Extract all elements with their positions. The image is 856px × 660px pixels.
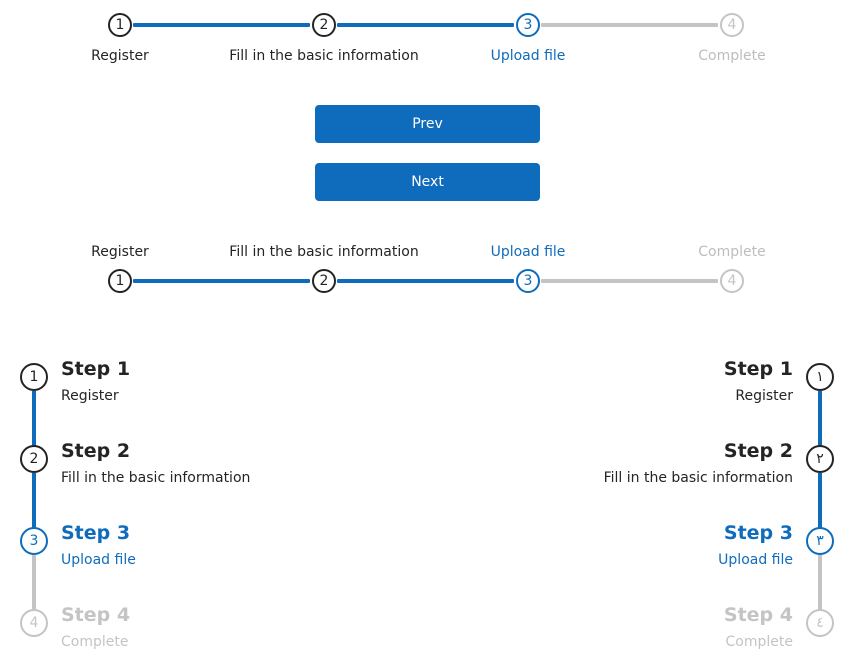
step-4-title: Step 4 <box>723 604 793 626</box>
step-3-indicator[interactable]: ٣ <box>806 527 834 555</box>
step-1-indicator[interactable]: ١ <box>806 363 834 391</box>
step-1-indicator[interactable]: 1 <box>108 13 132 37</box>
step-connector <box>32 473 36 541</box>
step-3-description: Upload file <box>718 552 793 568</box>
step-connector <box>541 279 718 283</box>
step-2-title: Step 2 <box>723 440 793 462</box>
step-4-indicator[interactable]: 4 <box>720 269 744 293</box>
step-connector <box>818 473 822 541</box>
step-connector <box>133 279 310 283</box>
step-connector <box>818 555 822 623</box>
step-1-title: Step 1 <box>61 358 131 380</box>
step-4-title: Step 4 <box>61 604 131 626</box>
step-2-label: Fill in the basic information <box>229 244 419 260</box>
step-2-title: Step 2 <box>61 440 131 462</box>
step-connector <box>133 23 310 27</box>
step-2-indicator[interactable]: 2 <box>20 445 48 473</box>
step-4-indicator[interactable]: 4 <box>720 13 744 37</box>
step-connector <box>337 23 514 27</box>
step-4-description: Complete <box>61 634 129 650</box>
step-3-indicator[interactable]: 3 <box>516 13 540 37</box>
vertical-stepper-ltr: 1 2 3 4 Step 1 Register Step 2 Fill in t… <box>0 355 300 660</box>
step-3-title: Step 3 <box>723 522 793 544</box>
step-3-label: Upload file <box>490 48 566 64</box>
step-2-indicator[interactable]: 2 <box>312 269 336 293</box>
step-3-indicator[interactable]: 3 <box>20 527 48 555</box>
step-4-indicator[interactable]: 4 <box>20 609 48 637</box>
step-2-indicator[interactable]: 2 <box>312 13 336 37</box>
step-4-description: Complete <box>725 634 793 650</box>
step-4-label: Complete <box>698 48 766 64</box>
step-connector <box>337 279 514 283</box>
step-1-indicator[interactable]: 1 <box>108 269 132 293</box>
step-2-description: Fill in the basic information <box>61 470 251 486</box>
step-4-indicator[interactable]: ٤ <box>806 609 834 637</box>
step-2-label: Fill in the basic information <box>229 48 419 64</box>
step-connector <box>32 391 36 459</box>
step-1-label: Register <box>91 244 149 260</box>
vertical-stepper-rtl: ١ ٢ ٣ ٤ Step 1 Register Step 2 Fill in t… <box>556 355 856 660</box>
step-1-indicator[interactable]: 1 <box>20 363 48 391</box>
horizontal-stepper-labels-above: Register Fill in the basic information U… <box>0 240 856 293</box>
prev-button[interactable]: Prev <box>315 105 540 143</box>
step-3-title: Step 3 <box>61 522 131 544</box>
step-3-label: Upload file <box>490 244 566 260</box>
step-1-description: Register <box>735 388 793 404</box>
step-2-indicator[interactable]: ٢ <box>806 445 834 473</box>
step-connector <box>818 391 822 459</box>
step-1-label: Register <box>91 48 149 64</box>
step-connector <box>32 555 36 623</box>
step-3-indicator[interactable]: 3 <box>516 269 540 293</box>
step-4-label: Complete <box>698 244 766 260</box>
horizontal-stepper-labels-below: 1 2 3 4 Register Fill in the basic infor… <box>0 10 856 64</box>
next-button[interactable]: Next <box>315 163 540 201</box>
step-3-description: Upload file <box>61 552 136 568</box>
step-connector <box>541 23 718 27</box>
step-1-description: Register <box>61 388 119 404</box>
step-2-description: Fill in the basic information <box>603 470 793 486</box>
step-1-title: Step 1 <box>723 358 793 380</box>
